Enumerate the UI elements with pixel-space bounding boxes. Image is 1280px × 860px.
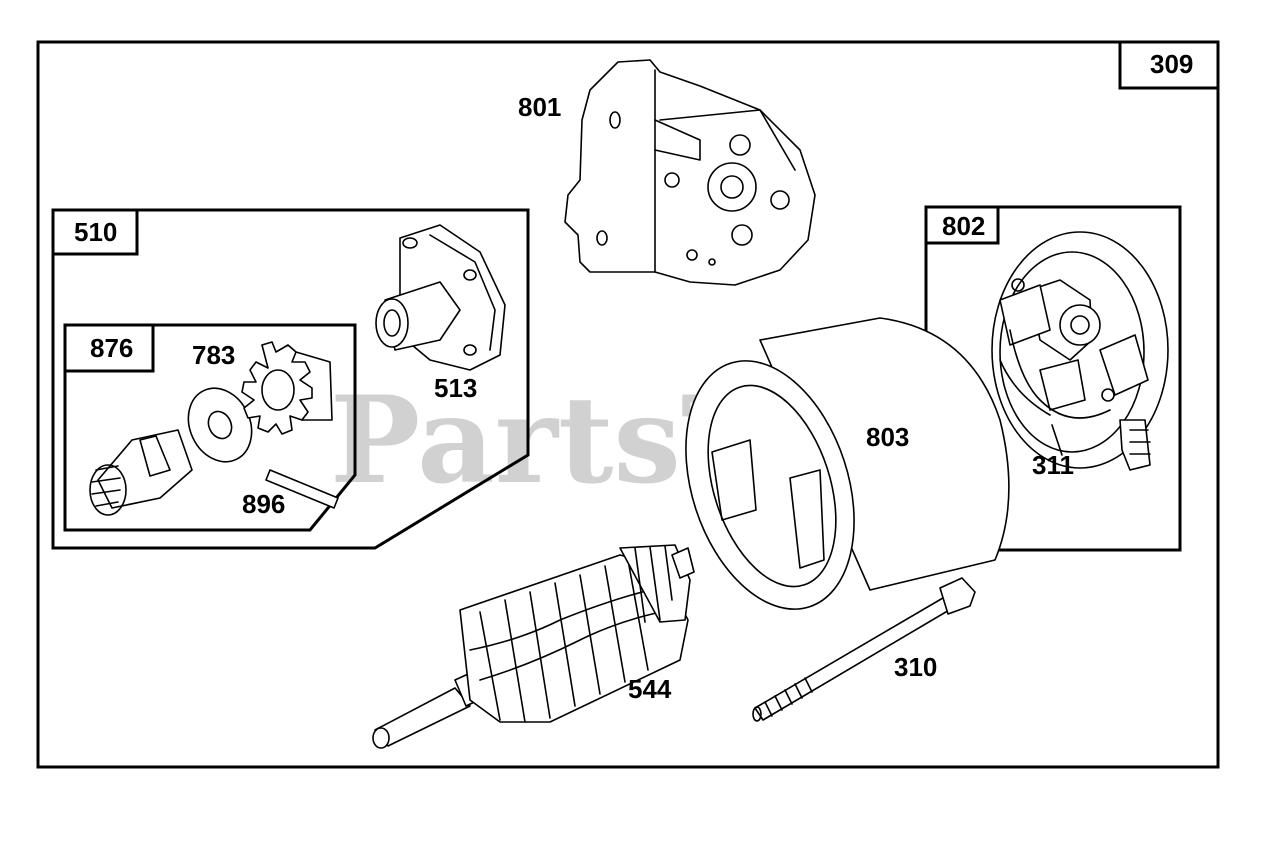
assembly-box-802-label: 802: [942, 211, 985, 241]
callout-311: 311: [1032, 450, 1074, 480]
assembly-box-802: 802: [924, 205, 1182, 552]
part-310-through-bolt[interactable]: [752, 577, 976, 722]
part-896-roll-pin[interactable]: [265, 469, 339, 509]
callout-513: 513: [434, 373, 477, 403]
part-801-end-plate[interactable]: [564, 59, 816, 286]
part-513-drive-housing[interactable]: [375, 224, 506, 371]
part-783-pinion-gear[interactable]: [241, 341, 333, 435]
part-311-brush-assembly[interactable]: [991, 231, 1169, 471]
callout-803: 803: [866, 422, 909, 452]
callout-783: 783: [192, 340, 235, 370]
figure-number: 309: [1150, 49, 1193, 79]
part-803-motor-housing[interactable]: [656, 317, 1010, 631]
callout-310: 310: [894, 652, 937, 682]
figure-number-box: 309: [1118, 40, 1220, 90]
callout-896: 896: [242, 489, 285, 519]
assembly-box-876-label: 876: [90, 333, 133, 363]
callout-544: 544: [628, 674, 672, 704]
assembly-box-510: 510: [51, 208, 530, 550]
part-544-armature[interactable]: [372, 544, 695, 749]
diagram-frame: [36, 40, 1220, 769]
assembly-box-510-label: 510: [74, 217, 117, 247]
callout-801: 801: [518, 92, 561, 122]
part-drive-clutch[interactable]: [89, 429, 193, 516]
